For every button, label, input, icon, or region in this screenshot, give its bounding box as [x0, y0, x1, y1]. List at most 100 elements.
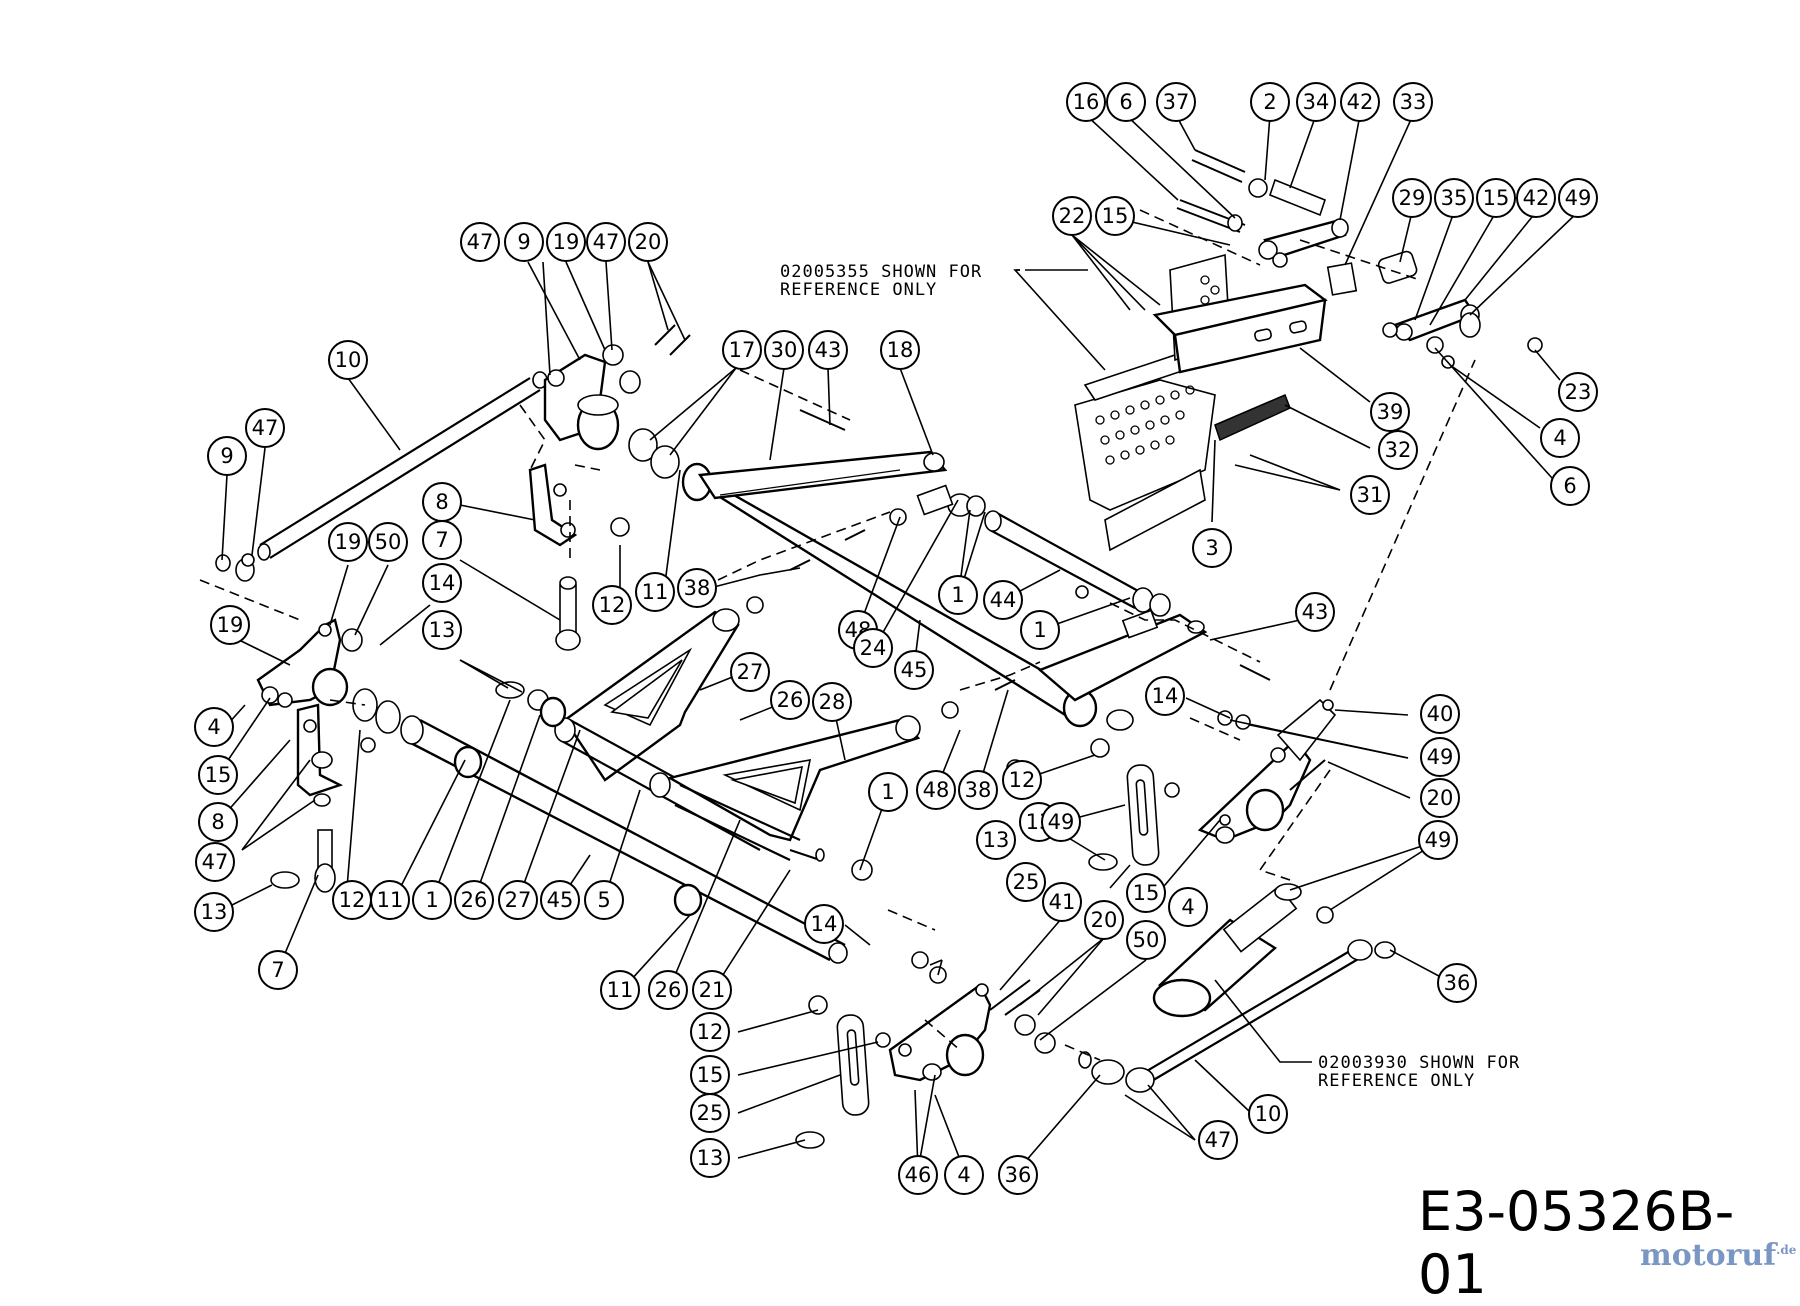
callout-label: 49: [1048, 810, 1075, 834]
callout-label: 49: [1425, 828, 1452, 852]
callout-circle: [808, 330, 848, 370]
callout-33: 33: [1393, 82, 1433, 122]
callout-circle: [460, 222, 500, 262]
callout-label: 9: [517, 230, 530, 254]
callout-36: 36: [998, 1155, 1038, 1195]
callout-50: 50: [368, 522, 408, 562]
callout-circle: [1418, 820, 1458, 860]
callout-label: 16: [1073, 90, 1100, 114]
callout-label: 46: [905, 1163, 932, 1187]
callout-15: 15: [198, 755, 238, 795]
callout-circle: [1198, 1120, 1238, 1160]
callout-label: 14: [811, 912, 838, 936]
callout-label: 47: [252, 416, 279, 440]
callout-22: 22: [1052, 196, 1092, 236]
callout-circle: [194, 707, 234, 747]
callout-label: 14: [1152, 684, 1179, 708]
callout-label: 28: [819, 690, 846, 714]
callout-circle: [648, 970, 688, 1010]
callout-circle: [1516, 178, 1556, 218]
reference-note-b-line2: REFERENCE ONLY: [1318, 1071, 1475, 1091]
callout-42: 42: [1516, 178, 1556, 218]
callout-circle: [422, 563, 462, 603]
bracket-8-upper: [528, 463, 630, 547]
callout-19: 19: [328, 522, 368, 562]
callout-label: 17: [729, 338, 756, 362]
link-42-right: [1377, 250, 1543, 369]
callout-circle: [635, 572, 675, 612]
callout-12: 12: [690, 1012, 730, 1052]
callout-label: 19: [217, 613, 244, 637]
callout-18: 18: [880, 330, 920, 370]
watermark-tld: .de: [1776, 1243, 1797, 1257]
callout-31: 31: [1350, 475, 1390, 515]
callout-label: 42: [1347, 90, 1374, 114]
callout-4: 4: [194, 707, 234, 747]
callout-9: 9: [207, 436, 247, 476]
callout-label: 15: [205, 763, 232, 787]
callout-label: 40: [1427, 702, 1454, 726]
callout-11: 11: [635, 572, 675, 612]
callout-47: 47: [460, 222, 500, 262]
link-42-upper: [1258, 218, 1358, 296]
callout-label: 11: [607, 978, 634, 1002]
eye-bolt-7-lower: [270, 829, 336, 893]
callout-label: 15: [697, 1063, 724, 1087]
link-25-lower: [795, 995, 891, 1149]
callout-47: 47: [245, 408, 285, 448]
callout-circle: [770, 680, 810, 720]
callout-circle: [868, 772, 908, 812]
callout-21: 21: [692, 970, 732, 1010]
callout-label: 22: [1059, 204, 1086, 228]
callout-49: 49: [1558, 178, 1598, 218]
callout-circle: [504, 222, 544, 262]
callout-label: 4: [207, 715, 220, 739]
callout-13: 13: [690, 1138, 730, 1178]
callout-label: 36: [1005, 1163, 1032, 1187]
callout-label: 47: [467, 230, 494, 254]
callout-40: 40: [1420, 694, 1460, 734]
drawing-number: E3-05326B-01: [1418, 1180, 1735, 1306]
callout-1: 1: [938, 575, 978, 615]
callout-circle: [1476, 178, 1516, 218]
callout-label: 20: [1427, 786, 1454, 810]
callout-label: 11: [642, 580, 669, 604]
callout-label: 4: [1553, 426, 1566, 450]
callout-circle: [210, 605, 250, 645]
callout-circle: [628, 222, 668, 262]
callout-circle: [422, 610, 462, 650]
callout-label: 27: [737, 660, 764, 684]
bracket-19-lower: [215, 553, 401, 734]
callout-circle: [853, 628, 893, 668]
callout-circle: [1420, 694, 1460, 734]
callout-label: 8: [435, 490, 448, 514]
callout-48: 48: [916, 770, 956, 810]
callout-1: 1: [412, 880, 452, 920]
callout-label: 47: [202, 850, 229, 874]
callout-label: 6: [1119, 90, 1132, 114]
callout-25: 25: [1006, 862, 1046, 902]
callout-8: 8: [422, 482, 462, 522]
callout-38: 38: [677, 568, 717, 608]
bell-crank-41: [888, 979, 1056, 1082]
callout-label: 23: [1565, 380, 1592, 404]
callout-circle: [1296, 82, 1336, 122]
callout-14: 14: [804, 904, 844, 944]
callout-circle: [1042, 882, 1082, 922]
callout-11: 11: [370, 880, 410, 920]
callout-7: 7: [422, 520, 462, 560]
callout-45: 45: [894, 650, 934, 690]
callout-circle: [958, 770, 998, 810]
callout-44: 44: [983, 580, 1023, 620]
callout-label: 27: [505, 888, 532, 912]
callout-43: 43: [808, 330, 848, 370]
callout-label: 25: [697, 1101, 724, 1125]
callout-27: 27: [730, 652, 770, 692]
callout-10: 10: [328, 340, 368, 380]
callout-label: 26: [655, 978, 682, 1002]
reference-note-b: 02003930 SHOWN FOR REFERENCE ONLY: [1318, 1053, 1519, 1091]
callout-label: 1: [1033, 618, 1046, 642]
callout-circle: [1084, 900, 1124, 940]
callout-circle: [938, 575, 978, 615]
shaft-44: [984, 510, 1171, 639]
